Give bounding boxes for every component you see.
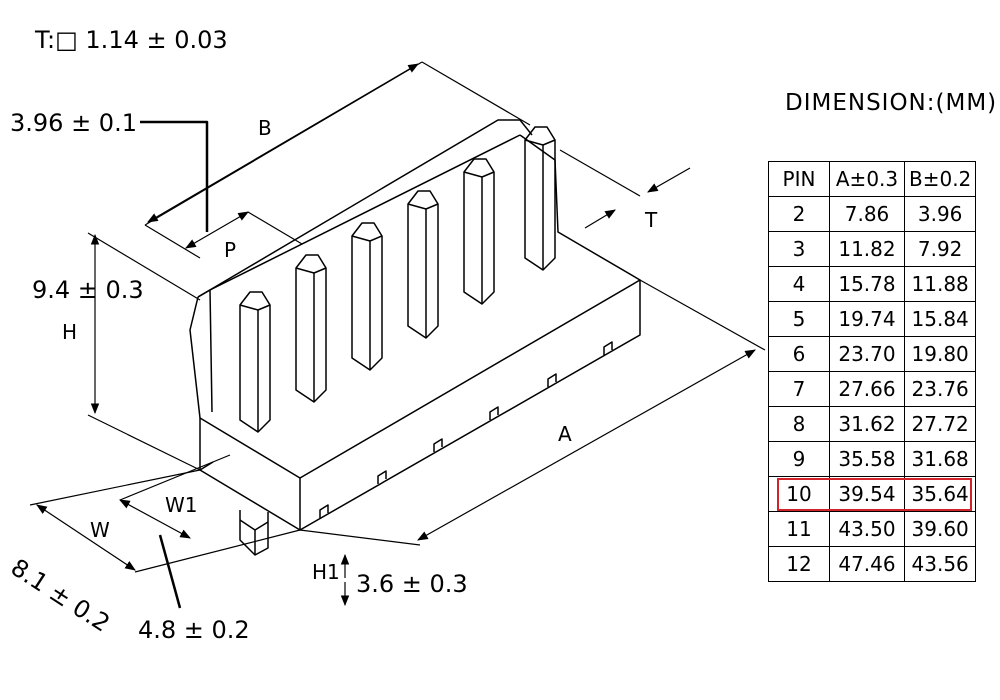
pin-1: [239, 291, 271, 433]
table-cell: 47.46: [829, 546, 905, 582]
table-cell: 19.74: [829, 301, 905, 337]
w1-dimension: 4.8 ± 0.2: [138, 616, 250, 644]
table-cell: 7.86: [829, 196, 905, 232]
table-cell: 27.72: [903, 406, 977, 442]
table-cell: 31.68: [903, 441, 977, 477]
pin-5: [463, 158, 495, 305]
table-cell: 3: [768, 231, 830, 267]
dimension-lines: [29, 61, 766, 609]
table-cell: 23.76: [903, 371, 977, 407]
label-w1: W1: [165, 493, 198, 517]
label-p: P: [224, 238, 237, 262]
pin-2: [295, 254, 327, 403]
table-cell: 11.82: [829, 231, 905, 267]
table-cell: 19.80: [903, 336, 977, 372]
table-cell: 6: [768, 336, 830, 372]
table-cell: 4: [768, 266, 830, 302]
table-cell: 39.60: [903, 511, 977, 547]
header-cell: B±0.2: [903, 161, 977, 197]
table-cell: 11: [768, 511, 830, 547]
header-cell: A±0.3: [829, 161, 905, 197]
label-h1: H1: [312, 560, 340, 584]
pin-tail: [239, 510, 269, 556]
header-cell: PIN: [768, 161, 830, 197]
table-cell: 35.58: [829, 441, 905, 477]
height-dimension: 9.4 ± 0.3: [32, 276, 144, 304]
table-cell: 7.92: [903, 231, 977, 267]
table-cell: 3.96: [903, 196, 977, 232]
table-cell: 12: [768, 546, 830, 582]
pin-3: [351, 222, 383, 371]
table-cell: 2: [768, 196, 830, 232]
pins: [239, 126, 556, 556]
label-t: T: [645, 208, 658, 232]
table-cell: 15.78: [829, 266, 905, 302]
table-cell: 5: [768, 301, 830, 337]
label-h: H: [62, 320, 78, 344]
table-cell: 43.56: [903, 546, 977, 582]
table-header-row: PIN A±0.3 B±0.2: [768, 161, 977, 197]
table-cell: 23.70: [829, 336, 905, 372]
h1-dimension: 3.6 ± 0.3: [356, 570, 468, 598]
table-cell: 9: [768, 441, 830, 477]
label-b: B: [258, 116, 272, 140]
table-cell: 43.50: [829, 511, 905, 547]
thickness-note: T:□ 1.14 ± 0.03: [35, 26, 228, 54]
pitch-dimension: 3.96 ± 0.1: [10, 109, 137, 137]
label-a: A: [558, 422, 572, 446]
table-cell: 31.62: [829, 406, 905, 442]
dimension-table-title: DIMENSION:(MM): [785, 90, 998, 116]
table-cell: 8: [768, 406, 830, 442]
table-cell: 15.84: [903, 301, 977, 337]
table-cell: 11.88: [903, 266, 977, 302]
table-cell: 27.66: [829, 371, 905, 407]
table-cell: 7: [768, 371, 830, 407]
pin-4: [407, 190, 439, 339]
pin-6: [524, 126, 556, 271]
highlight-box: [776, 477, 972, 511]
label-w: W: [90, 518, 110, 542]
table-cell: 35.64: [903, 476, 977, 512]
